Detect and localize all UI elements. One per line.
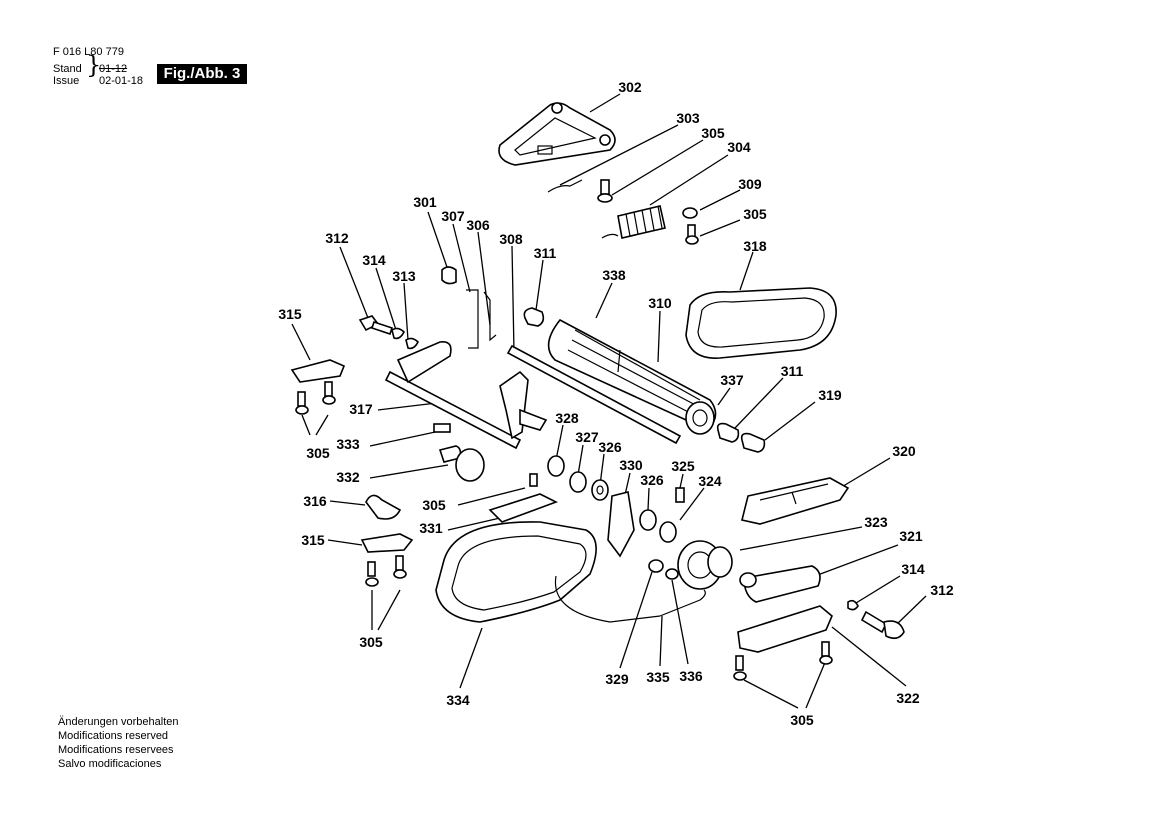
part-301-clip (441, 266, 457, 285)
callout-321: 321 (899, 528, 923, 544)
callout-324: 324 (698, 473, 722, 489)
part-314-313-washers (391, 327, 419, 350)
part-337-pulley (685, 401, 715, 435)
part-cable-and-spring (554, 559, 706, 623)
part-320-cover (741, 477, 850, 525)
callout-316: 316 (303, 493, 327, 509)
callout-330: 330 (619, 457, 643, 473)
callout-323: 323 (864, 514, 888, 530)
note-french: Modifications reservees (58, 744, 174, 756)
callout-311: 311 (781, 363, 804, 379)
callout-306: 306 (466, 217, 490, 233)
part-317-axle (384, 340, 522, 450)
callout-328: 328 (555, 410, 579, 426)
part-302-handle-bracket (498, 102, 616, 166)
callout-318: 318 (743, 238, 767, 254)
callout-305: 305 (422, 497, 446, 513)
callout-303: 303 (676, 110, 700, 126)
stand-label: Stand (53, 63, 82, 75)
part-304-spring (601, 205, 666, 239)
part-316-clamp (365, 494, 402, 520)
part-334-belt-large (435, 521, 597, 623)
part-331-bracket (488, 473, 559, 523)
callout-labels: 302 303 305 304 309 305 318 301 307 306 … (278, 79, 954, 728)
callout-336: 336 (679, 668, 703, 684)
callout-320: 320 (892, 443, 916, 459)
issue-label: Issue (53, 75, 80, 87)
part-325-324-326-small (639, 487, 685, 543)
callout-327: 327 (575, 429, 599, 445)
part-328-327-326-washers (547, 455, 609, 501)
part-308-shaft (506, 344, 682, 445)
part-309-washer (682, 207, 698, 219)
part-323-clutch-pulley (677, 540, 733, 590)
callout-304: 304 (727, 139, 751, 155)
callout-333: 333 (336, 436, 360, 452)
part-305-screws-top (597, 179, 699, 245)
callout-308: 308 (499, 231, 523, 247)
modification-notes: Änderungen vorbehalten Modifications res… (58, 715, 178, 771)
callout-314: 314 (362, 252, 386, 268)
part-305-screws-bottom (365, 555, 833, 681)
brace-glyph: } (86, 51, 102, 79)
callout-305: 305 (306, 445, 330, 461)
callout-312: 312 (325, 230, 349, 246)
part-306-spring-clip (483, 291, 497, 342)
leader-lines (291, 93, 927, 709)
callout-311: 311 (534, 245, 557, 261)
callout-329: 329 (605, 671, 629, 687)
document-number: F 016 L80 779 (53, 46, 124, 58)
callout-332: 332 (336, 469, 360, 485)
new-revision: 02-01-18 (99, 75, 144, 87)
callout-319: 319 (818, 387, 842, 403)
part-307-rod (466, 289, 479, 349)
part-311-319-bushings (716, 422, 766, 453)
callout-338: 338 (602, 267, 626, 283)
callout-326: 326 (640, 472, 664, 488)
callout-313: 313 (392, 268, 416, 284)
callout-331: 331 (419, 520, 443, 536)
callout-307: 307 (441, 208, 465, 224)
callout-314: 314 (901, 561, 925, 577)
callout-302: 302 (618, 79, 642, 95)
callout-305: 305 (359, 634, 383, 650)
callout-325: 325 (671, 458, 695, 474)
callout-305: 305 (790, 712, 814, 728)
part-lever-bracket (499, 370, 548, 440)
part-333-pin (433, 423, 451, 433)
callout-335: 335 (646, 669, 670, 685)
callout-309: 309 (738, 176, 762, 192)
callout-322: 322 (896, 690, 920, 706)
note-english: Modifications reserved (58, 730, 169, 742)
callout-326: 326 (598, 439, 622, 455)
callout-315: 315 (278, 306, 302, 322)
part-330-lever (607, 491, 635, 558)
callout-334: 334 (446, 692, 470, 708)
callout-301: 301 (413, 194, 437, 210)
part-332-knob (438, 445, 485, 482)
part-303-wire (547, 179, 583, 193)
figure-tag: Fig./Abb. 3 (157, 64, 247, 84)
part-322-cover (737, 605, 833, 653)
old-revision: 01-12 (99, 63, 128, 75)
callout-305: 305 (701, 125, 725, 141)
part-305-screws-left (295, 381, 336, 415)
part-311-bushing-top (523, 307, 545, 327)
part-321-plate (739, 565, 821, 603)
note-german: Änderungen vorbehalten (58, 716, 179, 728)
part-318-belt-small (685, 287, 837, 359)
callout-312: 312 (930, 582, 954, 598)
part-312-bolt (358, 315, 394, 336)
part-315-bracket-left-top (290, 359, 346, 383)
note-spanish: Salvo modificaciones (58, 758, 162, 770)
callout-315: 315 (301, 532, 325, 548)
callout-317: 317 (349, 401, 373, 417)
part-314-312-bolt-right (847, 599, 905, 640)
callout-305: 305 (743, 206, 767, 222)
callout-310: 310 (648, 295, 672, 311)
part-315-bracket-left-bottom (360, 533, 414, 553)
callout-337: 337 (720, 372, 744, 388)
